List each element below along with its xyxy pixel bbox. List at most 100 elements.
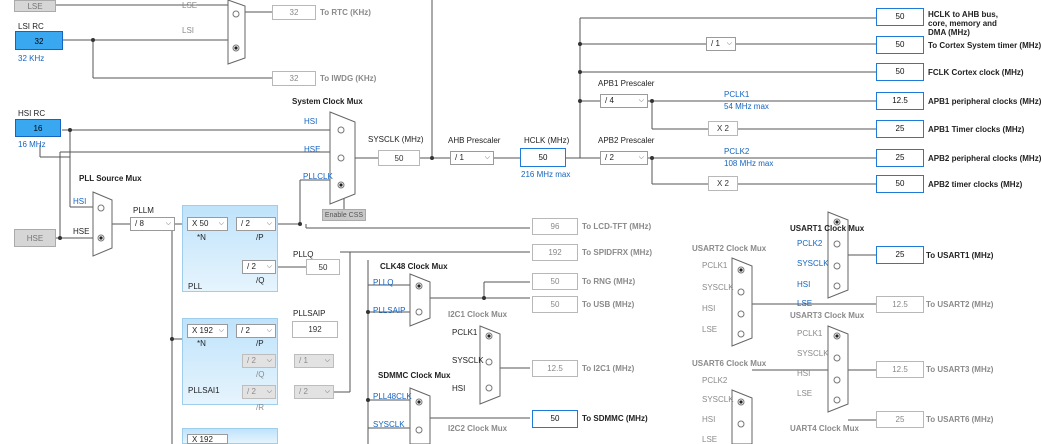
pllsai-r-value: / 2 bbox=[247, 387, 256, 396]
usart3-hsi: HSI bbox=[797, 369, 811, 378]
apb2-timer-label: APB2 timer clocks (MHz) bbox=[928, 180, 1023, 189]
pll-n-multiplier-select[interactable]: X 50⌵ bbox=[187, 217, 228, 231]
apb2-timer-multiplier: X 2 bbox=[708, 176, 738, 191]
chevron-down-icon: ⌵ bbox=[165, 220, 171, 227]
sysclk-mux-pllclk: PLLCLK bbox=[303, 172, 333, 181]
pclk2-max: 108 MHz max bbox=[724, 159, 774, 168]
fclk-value[interactable]: 50 bbox=[876, 63, 924, 81]
chevron-down-icon: ⌵ bbox=[218, 327, 224, 334]
pllsai-p-label: /P bbox=[256, 339, 264, 348]
cortex-timer-divider-select[interactable]: / 1⌵ bbox=[706, 37, 736, 51]
sysclk-mux-hsi: HSI bbox=[304, 117, 318, 126]
spdifrx-label: To SPIDFRX (MHz) bbox=[582, 248, 653, 257]
sdmmc-pll48clk: PLL48CLK bbox=[373, 392, 412, 401]
apb1-prescaler-select[interactable]: / 4⌵ bbox=[600, 94, 648, 108]
apb2-peripheral-label: APB2 peripheral clocks (MHz) bbox=[928, 154, 1041, 163]
pll-source-hse: HSE bbox=[73, 227, 90, 236]
sdmmc-value[interactable]: 50 bbox=[532, 410, 578, 428]
hse-oscillator[interactable]: HSE bbox=[14, 229, 56, 247]
rtc-value[interactable]: 32 bbox=[272, 5, 316, 20]
lse-oscillator[interactable]: LSE bbox=[14, 0, 56, 12]
usart3-sysclk: SYSCLK bbox=[797, 349, 829, 358]
usart6-lse: LSE bbox=[702, 435, 718, 444]
sysclk-label: SYSCLK (MHz) bbox=[368, 135, 424, 144]
apb2-peripheral-value[interactable]: 25 bbox=[876, 149, 924, 167]
chevron-down-icon: ⌵ bbox=[266, 327, 272, 334]
chevron-down-icon: ⌵ bbox=[324, 357, 330, 364]
sysclk-mux-hse: HSE bbox=[304, 145, 321, 154]
sdmmc-mux-title: SDMMC Clock Mux bbox=[378, 371, 451, 380]
hsi-freq: 16 MHz bbox=[18, 140, 46, 149]
pllm-divider-select[interactable]: / 8 ⌵ bbox=[130, 217, 175, 231]
i2c1-hsi: HSI bbox=[452, 384, 466, 393]
apb1-peripheral-value[interactable]: 12.5 bbox=[876, 92, 924, 110]
pllsai-q2-value: / 1 bbox=[299, 356, 308, 365]
cortex-timer-label: To Cortex System timer (MHz) bbox=[928, 41, 1041, 50]
hsi-rc-value[interactable]: 16 bbox=[15, 119, 61, 137]
usart2-mux-title: USART2 Clock Mux bbox=[692, 244, 767, 253]
rtc-mux-lse: LSE bbox=[182, 1, 198, 10]
pllsai-r-divider-select[interactable]: / 2⌵ bbox=[242, 385, 276, 399]
pll-q-divider-select[interactable]: / 2⌵ bbox=[242, 260, 276, 274]
sdmmc-label: To SDMMC (MHz) bbox=[582, 414, 648, 423]
iwdg-value[interactable]: 32 bbox=[272, 71, 316, 86]
usart3-label: To USART3 (MHz) bbox=[926, 365, 994, 374]
rtc-mux-lsi: LSI bbox=[182, 26, 195, 35]
pllm-value: / 8 bbox=[135, 219, 144, 228]
pllq-value[interactable]: 50 bbox=[306, 259, 340, 275]
chevron-down-icon: ⌵ bbox=[266, 220, 272, 227]
hclk-value-input[interactable]: 50 bbox=[520, 148, 566, 167]
usart2-lse: LSE bbox=[702, 325, 718, 334]
lcd-tft-value[interactable]: 96 bbox=[532, 218, 578, 235]
usart1-hsi: HSI bbox=[797, 280, 811, 289]
pll-n-value: X 50 bbox=[192, 219, 209, 228]
i2c1-label: To I2C1 (MHz) bbox=[582, 364, 635, 373]
pll-q-label: /Q bbox=[256, 276, 265, 285]
pllsai2-n-multiplier-select[interactable]: X 192 bbox=[187, 434, 228, 444]
pllsaip-value[interactable]: 192 bbox=[292, 321, 338, 338]
lsi-rc-label: LSI RC bbox=[18, 22, 44, 31]
usart6-value[interactable]: 25 bbox=[876, 411, 924, 428]
pclk1-max: 54 MHz max bbox=[724, 102, 769, 111]
pllsai-p-divider-select[interactable]: / 2⌵ bbox=[236, 324, 276, 338]
hclk-ahb-value[interactable]: 50 bbox=[876, 8, 924, 26]
i2c1-mux-title: I2C1 Clock Mux bbox=[448, 310, 508, 319]
usb-value[interactable]: 50 bbox=[532, 296, 578, 313]
pllsaip-label: PLLSAIP bbox=[293, 309, 326, 318]
clk48-mux-title: CLK48 Clock Mux bbox=[380, 262, 448, 271]
clock-tree-wiring bbox=[39, 0, 876, 444]
usart6-hsi: HSI bbox=[702, 415, 716, 424]
rng-value[interactable]: 50 bbox=[532, 273, 578, 290]
usart3-lse: LSE bbox=[797, 389, 813, 398]
ahb-prescaler-select[interactable]: / 1⌵ bbox=[450, 151, 494, 165]
enable-css-button[interactable]: Enable CSS bbox=[322, 209, 366, 221]
sysclk-value[interactable]: 50 bbox=[378, 150, 420, 166]
pllsai-q-value: / 2 bbox=[247, 356, 256, 365]
usart2-value[interactable]: 12.5 bbox=[876, 296, 924, 313]
pllm-label: PLLM bbox=[133, 206, 154, 215]
spdifrx-value[interactable]: 192 bbox=[532, 244, 578, 261]
pllsai-r-second-divider-select[interactable]: / 2⌵ bbox=[294, 385, 334, 399]
apb2-timer-value[interactable]: 50 bbox=[876, 175, 924, 193]
i2c1-value[interactable]: 12.5 bbox=[532, 360, 578, 377]
pclk1-label: PCLK1 bbox=[724, 90, 750, 99]
usb-label: To USB (MHz) bbox=[582, 300, 635, 309]
pllsai-n-multiplier-select[interactable]: X 192⌵ bbox=[187, 324, 228, 338]
usart1-value[interactable]: 25 bbox=[876, 246, 924, 264]
lcd-tft-label: To LCD-TFT (MHz) bbox=[582, 222, 652, 231]
chevron-down-icon: ⌵ bbox=[266, 357, 272, 364]
apb2-prescaler-select[interactable]: / 2⌵ bbox=[600, 151, 648, 165]
pll-source-hsi: HSI bbox=[73, 197, 87, 206]
lsi-rc-value[interactable]: 32 bbox=[15, 31, 63, 50]
pllsai-q-divider-select[interactable]: / 2 ⌵ bbox=[242, 354, 276, 368]
pll-p-divider-select[interactable]: / 2⌵ bbox=[236, 217, 276, 231]
cortex-timer-value[interactable]: 50 bbox=[876, 36, 924, 54]
usart1-mux-title: USART1 Clock Mux bbox=[790, 224, 865, 233]
usart3-mux-title: USART3 Clock Mux bbox=[790, 311, 865, 320]
pllsai-q-second-divider-select[interactable]: / 1 ⌵ bbox=[294, 354, 334, 368]
usart3-value[interactable]: 12.5 bbox=[876, 361, 924, 378]
pllq-label: PLLQ bbox=[293, 250, 314, 259]
usart6-mux-title: USART6 Clock Mux bbox=[692, 359, 767, 368]
usart3-pclk1: PCLK1 bbox=[797, 329, 823, 338]
apb1-timer-value[interactable]: 25 bbox=[876, 120, 924, 138]
